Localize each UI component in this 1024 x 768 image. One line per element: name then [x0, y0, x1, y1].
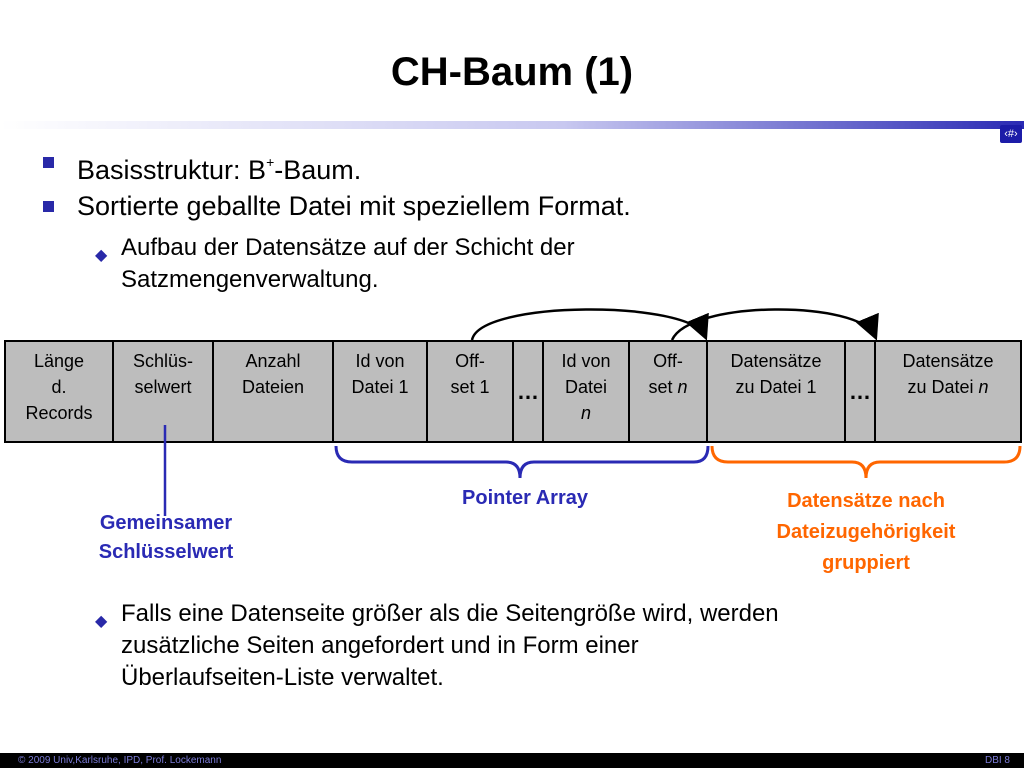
- bullet-text-prefix: Basisstruktur: B: [77, 155, 267, 185]
- sub-bullet-line: Überlaufseiten-Liste verwaltet.: [121, 664, 444, 691]
- bullet-text: Sortierte geballte Datei mit speziellem …: [77, 191, 631, 221]
- sub-bullet-line: zusätzliche Seiten angefordert und in Fo…: [121, 632, 639, 659]
- bullet-text-suffix: -Baum.: [274, 155, 362, 185]
- slide-number-badge: ‹#›: [1000, 125, 1022, 143]
- field-records-file-n: Datensätze zu Datei n: [876, 342, 1020, 441]
- common-key-line2: Schlüsselwert: [98, 541, 234, 563]
- sub-bullet-aufbau: ◆ Aufbau der Datensätze auf der Schicht …: [95, 232, 575, 296]
- field-ellipsis-2: …: [846, 342, 876, 441]
- grouped-records-line2: Dateizugehörigkeit: [776, 521, 956, 543]
- field-key-value: Schlüs- selwert: [114, 342, 214, 441]
- footer-page: DBI 8: [984, 755, 1010, 766]
- bullet-basisstruktur: Basisstruktur: B+-Baum.: [43, 145, 362, 187]
- field-file-id-n: Id von Datei n: [544, 342, 630, 441]
- offsetn-arrow: [670, 308, 879, 341]
- grouped-records-line1: Datensätze nach: [787, 490, 945, 512]
- square-bullet-icon: [43, 201, 54, 212]
- footer-copyright: © 2009 Univ,Karlsruhe, IPD, Prof. Lockem…: [18, 755, 222, 766]
- grouped-records-line3: gruppiert: [822, 552, 910, 574]
- pointer-array-brace: [334, 445, 710, 479]
- bullet-sortierte-datei: Sortierte geballte Datei mit speziellem …: [43, 189, 631, 223]
- title-divider: [0, 121, 1024, 129]
- field-file-id-1: Id von Datei 1: [334, 342, 428, 441]
- sub-bullet-line: Falls eine Datenseite größer als die Sei…: [121, 600, 779, 627]
- field-ellipsis-1: …: [514, 342, 544, 441]
- sub-bullet-line: Aufbau der Datensätze auf der Schicht de…: [121, 234, 575, 261]
- field-offset-1: Off- set 1: [428, 342, 514, 441]
- field-file-count: Anzahl Dateien: [214, 342, 334, 441]
- grouped-records-label: Datensätze nach Dateizugehörigkeit grupp…: [736, 486, 996, 579]
- diamond-bullet-icon: ◆: [95, 613, 108, 630]
- common-key-label: Gemeinsamer Schlüsselwert: [66, 509, 266, 567]
- bullet-text-sup: +: [266, 154, 275, 170]
- field-record-length: Länge d. Records: [6, 342, 114, 441]
- sub-bullet-ueberlauf: ◆ Falls eine Datenseite größer als die S…: [95, 598, 1001, 694]
- field-offset-n: Off- set n: [630, 342, 708, 441]
- slide-title: CH-Baum (1): [390, 50, 634, 94]
- grouped-records-brace: [710, 445, 1022, 479]
- offset1-arrow: [470, 308, 709, 341]
- field-records-file-1: Datensätze zu Datei 1: [708, 342, 846, 441]
- diamond-bullet-icon: ◆: [95, 247, 108, 264]
- square-bullet-icon: [43, 157, 54, 168]
- common-key-line1: Gemeinsamer: [99, 512, 233, 534]
- pointer-array-label: Pointer Array: [462, 487, 588, 509]
- slide-footer: © 2009 Univ,Karlsruhe, IPD, Prof. Lockem…: [0, 753, 1024, 768]
- sub-bullet-line: Satzmengenverwaltung.: [121, 266, 379, 293]
